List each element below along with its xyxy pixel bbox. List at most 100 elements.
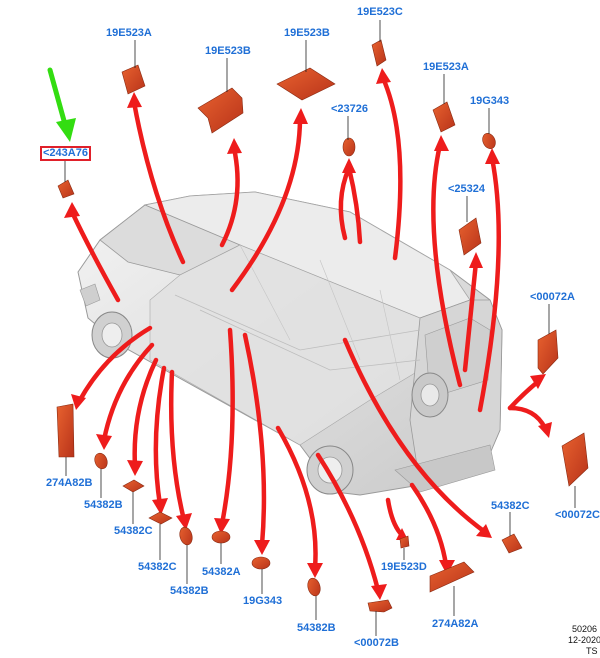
part-19g343-bottom bbox=[251, 556, 271, 570]
arrowhead bbox=[371, 584, 387, 600]
parts bbox=[56, 39, 589, 613]
arrow-19e523d bbox=[385, 497, 405, 538]
arrowhead bbox=[476, 524, 492, 538]
arrow-19g343-bottom bbox=[242, 332, 267, 548]
label-00072b[interactable]: <00072B bbox=[354, 637, 399, 649]
leader-lines bbox=[64, 20, 576, 636]
label-19e523d[interactable]: 19E523D bbox=[381, 561, 427, 573]
part-00072c bbox=[561, 432, 589, 487]
arrowhead bbox=[214, 518, 230, 534]
part-19g343-top bbox=[482, 133, 496, 149]
arrowhead bbox=[96, 434, 112, 450]
part-54382c-3 bbox=[501, 533, 523, 554]
part-274a82a bbox=[429, 561, 475, 593]
label-19e523a-left[interactable]: 19E523A bbox=[106, 27, 152, 39]
part-54382b-1 bbox=[94, 452, 108, 470]
arrow-00072b bbox=[315, 452, 381, 593]
green-pointer-arrow bbox=[47, 67, 76, 142]
arrow-243a76 bbox=[69, 209, 121, 303]
callout-arrows bbox=[69, 75, 548, 593]
reference-initials: TS bbox=[586, 646, 598, 656]
part-00072b bbox=[367, 599, 393, 613]
arrowhead bbox=[439, 560, 455, 575]
part-23726 bbox=[342, 137, 356, 157]
arrowhead bbox=[152, 498, 168, 515]
label-19e523a-right[interactable]: 19E523A bbox=[423, 61, 469, 73]
label-54382b-1[interactable]: 54382B bbox=[84, 499, 123, 511]
arrow-19e523a-left bbox=[131, 99, 186, 265]
part-19e523a-left bbox=[121, 64, 146, 95]
arrow-25324 bbox=[462, 259, 479, 373]
part-54382c-1 bbox=[122, 479, 145, 493]
label-25324[interactable]: <25324 bbox=[448, 183, 486, 195]
label-54382c-1[interactable]: 54382C bbox=[114, 525, 153, 537]
label-00072a[interactable]: <00072A bbox=[530, 291, 575, 303]
arrowhead bbox=[293, 108, 308, 124]
arrowhead bbox=[127, 92, 142, 108]
arrowhead bbox=[64, 202, 80, 218]
arrowhead bbox=[176, 513, 192, 530]
part-19e523c bbox=[371, 39, 387, 67]
part-25324 bbox=[458, 217, 482, 256]
arrow-19e523a-right bbox=[431, 142, 463, 388]
arrow-23726-b bbox=[346, 165, 363, 245]
arrow-54382b-2 bbox=[168, 369, 187, 523]
label-19e523c[interactable]: 19E523C bbox=[357, 6, 403, 18]
part-54382c-2 bbox=[148, 511, 173, 525]
part-54382b-3 bbox=[307, 577, 321, 597]
label-274a82a[interactable]: 274A82A bbox=[432, 618, 479, 630]
label-19g343-bottom[interactable]: 19G343 bbox=[243, 595, 283, 607]
arrow-54382b-1 bbox=[101, 342, 155, 443]
arrowhead bbox=[469, 252, 483, 268]
part-19e523a-right bbox=[432, 101, 456, 133]
label-54382a[interactable]: 54382A bbox=[202, 566, 241, 578]
label-00072c[interactable]: <00072C bbox=[555, 509, 600, 521]
arrowhead bbox=[376, 68, 391, 84]
arrow-54382c-2 bbox=[153, 365, 167, 508]
arrow-heads bbox=[64, 68, 552, 600]
part-19e523b-left bbox=[197, 87, 244, 134]
label-54382c-3[interactable]: 54382C bbox=[491, 500, 530, 512]
arrow-19e523b-left bbox=[219, 145, 240, 248]
arrow-00072c bbox=[507, 405, 548, 431]
arrowhead bbox=[307, 563, 323, 578]
arrow-274a82a bbox=[409, 482, 449, 568]
arrow-54382a bbox=[219, 327, 235, 527]
part-19e523b-right bbox=[276, 67, 336, 101]
arrow-54382c-3 bbox=[342, 337, 488, 535]
part-54382a bbox=[211, 530, 231, 544]
part-19e523d bbox=[399, 535, 410, 549]
arrow-23726-a bbox=[338, 165, 352, 241]
label-19e523b-right[interactable]: 19E523B bbox=[284, 27, 330, 39]
label-19e523b-left[interactable]: 19E523B bbox=[205, 45, 251, 57]
part-243a76 bbox=[57, 179, 75, 199]
label-54382c-2[interactable]: 54382C bbox=[138, 561, 177, 573]
arrow-19g343-top bbox=[477, 155, 501, 413]
label-274a82b[interactable]: 274A82B bbox=[46, 477, 93, 489]
reference-date: 12-2020 bbox=[568, 635, 600, 645]
label-54382b-2[interactable]: 54382B bbox=[170, 585, 209, 597]
arrowhead bbox=[71, 394, 86, 410]
arrowhead bbox=[538, 422, 552, 438]
arrow-54382c-1 bbox=[132, 357, 159, 469]
arrow-274a82b bbox=[77, 325, 153, 403]
arrowhead bbox=[434, 135, 449, 151]
arrowhead bbox=[227, 138, 242, 154]
part-274a82b bbox=[56, 403, 75, 458]
label-23726[interactable]: <23726 bbox=[331, 103, 369, 115]
arrowhead bbox=[530, 374, 546, 389]
arrowhead bbox=[254, 540, 270, 555]
arrowhead bbox=[485, 148, 500, 164]
arrow-19e523b-right bbox=[229, 115, 303, 293]
arrow-19e523c bbox=[380, 75, 403, 261]
label-54382b-3[interactable]: 54382B bbox=[297, 622, 336, 634]
van-illustration bbox=[77, 191, 503, 496]
arrowhead bbox=[127, 460, 143, 476]
label-19g343-top[interactable]: 19G343 bbox=[470, 95, 510, 107]
arrow-54382b-3 bbox=[275, 425, 318, 571]
label-243a76[interactable]: <243A76 bbox=[40, 146, 91, 161]
arrowhead bbox=[342, 158, 356, 173]
reference-code: 50206 bbox=[572, 624, 598, 634]
